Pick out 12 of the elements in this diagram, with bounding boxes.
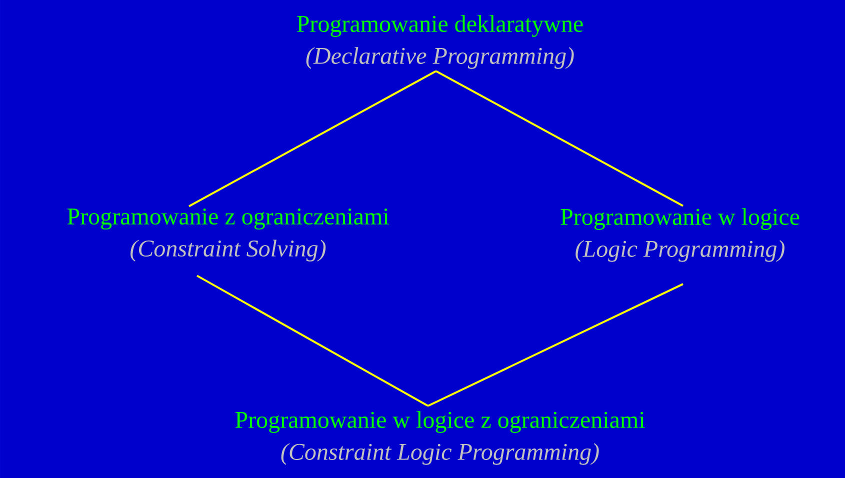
heading-text: Programowanie z ograniczeniami <box>67 208 389 230</box>
connector-line <box>196 274 428 407</box>
connector-line <box>428 283 684 407</box>
subtitle-text: (Declarative Programming) <box>306 47 574 69</box>
subtitle-text: (Logic Programming) <box>576 240 784 262</box>
subtitle-text: (Constraint Solving) <box>130 240 326 262</box>
connector-line <box>188 70 436 208</box>
heading-text: Programowanie w logice z ograniczeniami <box>235 411 645 433</box>
connector-line <box>436 70 684 207</box>
heading-text: Programowanie w logice <box>560 208 800 230</box>
heading-text: Programowanie deklaratywne <box>297 15 583 37</box>
subtitle-text: (Constraint Logic Programming) <box>281 443 599 465</box>
